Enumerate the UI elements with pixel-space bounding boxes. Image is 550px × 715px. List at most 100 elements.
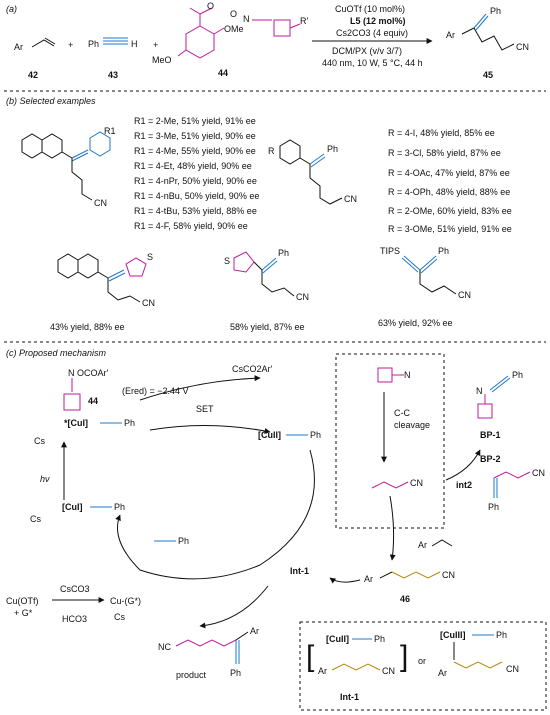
int1-box-cu2: [CuII]: [326, 634, 349, 644]
mech-cs-2: Cs: [30, 514, 41, 524]
iminyl-radical-structure: [377, 367, 404, 383]
example-3-yield: 63% yield, 92% ee: [378, 318, 453, 328]
reactant-44-o-ester: O: [230, 9, 237, 19]
int1-box-cu3: [CuIII]: [440, 630, 466, 640]
conditions-5: 440 nm, 10 W, 5 °C, 44 h: [322, 58, 423, 68]
mech-cu1: [CuI]: [62, 502, 83, 512]
example-aryl-ph: Ph: [327, 144, 338, 154]
example-1-yield: 43% yield, 88% ee: [50, 322, 125, 332]
panel-c: (c) Proposed mechanism N OCOAr' 44 (Ered…: [6, 348, 547, 711]
int1-box-cn-1: CN: [382, 666, 395, 676]
product-arrow: [199, 585, 269, 629]
int1-box: [299, 621, 547, 711]
product-45-ph: Ph: [490, 6, 501, 16]
int1-box-label: Int-1: [340, 692, 359, 702]
r1-list-item: R1 = 4-F, 58% yield, 90% ee: [134, 221, 248, 231]
int1-box-cn-2: CN: [506, 664, 519, 674]
mech-set: SET: [196, 404, 214, 414]
product-45-ar: Ar: [446, 30, 455, 40]
int2-arrow: [445, 449, 481, 481]
catalytic-cycle-path: [115, 449, 315, 580]
int1-box-chain-1: [331, 663, 381, 671]
r-list: R = 4-I, 48% yield, 85% ee R = 3-Cl, 58%…: [388, 128, 512, 234]
mech-csco3: CsCO3: [60, 584, 90, 594]
alkene-ar: Ar: [418, 540, 427, 550]
label-45: 45: [483, 70, 493, 80]
mech-cu1-ph: Ph: [114, 502, 125, 512]
mech-label-46: 46: [400, 594, 410, 604]
radical-46-to-int1-arrow: [329, 577, 361, 584]
panel-c-tag: (c) Proposed mechanism: [6, 348, 107, 358]
alkene-addition-arrow: [389, 495, 396, 561]
bp1-n: N: [476, 386, 483, 396]
example-2-yield: 58% yield, 87% ee: [230, 322, 305, 332]
mech-oxime-n: N: [68, 368, 75, 378]
bp2-structure: [493, 471, 531, 498]
mech-cu2-ph: Ph: [310, 430, 321, 440]
example-thienyl-naphthyl-structure: [57, 253, 147, 303]
int1-box-or: or: [418, 656, 426, 666]
radical-46-structure: [379, 571, 441, 579]
set-arrow-lower: [149, 424, 271, 434]
mech-bp2: BP-2: [480, 454, 501, 464]
reactant-44-ome-right: OMe: [224, 24, 244, 34]
example-aryl-r: R: [268, 146, 275, 156]
int1-box-ar-1: Ar: [318, 666, 327, 676]
panel-a: (a) Ar 42 + Ph H 43 +: [6, 1, 529, 80]
plus-1: +: [68, 40, 73, 50]
r1-list-item: R1 = 4-nPr, 50% yield, 90% ee: [134, 176, 257, 186]
panel-b-tag: (b) Selected examples: [6, 96, 96, 106]
r1-list-item: R1 = 2-Me, 51% yield, 91% ee: [134, 116, 256, 126]
radical-46-cn: CN: [442, 570, 455, 580]
r1-list-item: R1 = 4-Me, 55% yield, 90% ee: [134, 146, 256, 156]
r-list-item: R = 3-Cl, 58% yield, 87% ee: [388, 148, 501, 158]
product-45-structure: [461, 13, 515, 51]
example-tips-structure: [401, 255, 457, 295]
int1-box-bracket-left: [: [306, 640, 315, 673]
conditions-2: L5 (12 mol%): [350, 16, 406, 26]
example-thienyl-s: S: [147, 252, 153, 262]
example-thiophene-cn: CN: [296, 292, 309, 302]
mech-cu1-star-ph: Ph: [124, 418, 135, 428]
example-tips-label: TIPS: [380, 246, 400, 256]
mech-csco2ar: CsCO2Ar': [232, 364, 273, 374]
mech-hco3: HCO3: [62, 614, 87, 624]
mech-product-ph: Ph: [230, 668, 241, 678]
example-thiophene-structure: [233, 251, 295, 297]
r1-list-item: R1 = 4-Et, 48% yield, 90% ee: [134, 161, 252, 171]
reactant-44-ome-left: MeO: [152, 55, 172, 65]
mech-label-44: 44: [88, 396, 98, 406]
int1-box-chain-2: [453, 661, 503, 669]
reactant-44-rprime: R': [300, 16, 308, 26]
reactant-42-ar: Ar: [14, 42, 23, 52]
mech-cuotf: Cu(OTf): [6, 596, 39, 606]
iminyl-n: N: [404, 370, 411, 380]
int1-box-cu2-ph: Ph: [374, 634, 385, 644]
alkyne-43-h: H: [131, 39, 138, 49]
cc-cleavage-1: C-C: [394, 408, 410, 418]
radical-46-ar: Ar: [364, 574, 373, 584]
alkene-structure: [431, 539, 453, 547]
radical-generation-box: [335, 353, 445, 529]
mech-oxime-44-structure: [63, 378, 81, 411]
reactant-44-structure: [177, 7, 301, 59]
r-list-item: R = 4-OPh, 48% yield, 88% ee: [388, 187, 510, 197]
mech-phenylacetylene-ph: Ph: [178, 536, 189, 546]
example-naphthyl-aryl-structure: [21, 131, 111, 201]
example-thiophene-s: S: [224, 256, 230, 266]
alkyne-43-bond: [103, 37, 128, 45]
reactant-42-structure: [31, 37, 56, 48]
mech-cs-1: Cs: [34, 436, 45, 446]
mech-product-ar: Ar: [250, 626, 259, 636]
r1-list-item: R1 = 3-Me, 51% yield, 90% ee: [134, 131, 256, 141]
mech-cu2: [CuII]: [258, 430, 281, 440]
mech-cu1-star: *[CuI]: [64, 418, 88, 428]
bp2-ph: Ph: [488, 502, 499, 512]
example-tips-cn: CN: [458, 290, 471, 300]
int1-box-bracket-right: ]: [400, 640, 408, 673]
example-thienyl-cn: CN: [142, 298, 155, 308]
mech-product-label: product: [176, 670, 207, 680]
mech-bp1: BP-1: [480, 430, 501, 440]
mech-hv: hν: [40, 474, 50, 484]
